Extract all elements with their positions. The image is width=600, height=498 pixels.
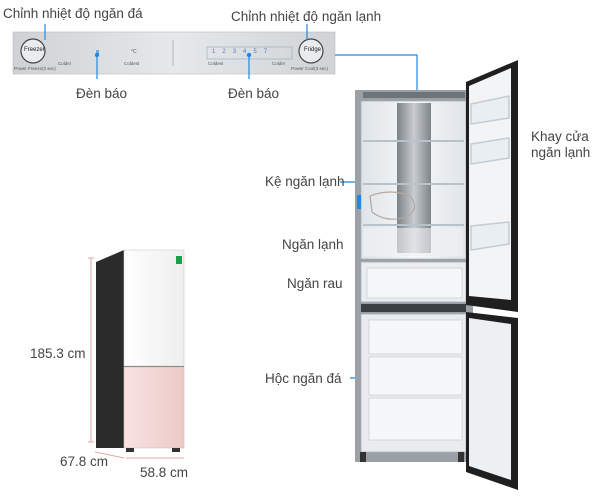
panel-freezer-button-label: Freezer — [24, 47, 45, 53]
freezer-indicator-light — [96, 50, 99, 55]
dimension-lines — [88, 257, 184, 459]
label-vegetable-drawer: Ngăn rau — [287, 276, 343, 291]
panel-degree: °C — [131, 49, 137, 55]
control-panel — [12, 31, 336, 75]
panel-fridge-sub: Power Cool(3 sec) — [291, 66, 329, 71]
panel-digit: 4 — [243, 49, 254, 55]
panel-freezer-sub: Power Freeze(3 sec) — [14, 66, 56, 71]
label-freezer-drawer: Hộc ngăn đá — [265, 371, 342, 386]
panel-digit: 7 — [263, 49, 275, 55]
panel-colder-right: Colder — [272, 61, 286, 66]
dimension-width: 58.8 cm — [140, 465, 189, 480]
panel-colder-left: Colder — [58, 61, 72, 66]
label-indicator-light-left: Đèn báo — [76, 86, 128, 101]
label-fridge-shelf: Kệ ngăn lạnh — [265, 174, 345, 189]
label-fridge-compartment: Ngăn lạnh — [282, 237, 344, 252]
panel-digit: 3 — [232, 49, 244, 55]
closed-fridge-illustration — [96, 249, 185, 452]
open-fridge-illustration — [355, 60, 518, 490]
panel-digits: 123457 — [212, 49, 274, 55]
freezer-button-icon — [20, 38, 46, 64]
label-freezer-temp-control: Chỉnh nhiệt độ ngăn đá — [3, 6, 143, 21]
dimension-height: 185.3 cm — [30, 346, 86, 361]
dimension-depth: 67.8 cm — [60, 454, 109, 469]
label-indicator-light-right: Đèn báo — [228, 86, 280, 101]
brand-badge-icon — [176, 256, 182, 264]
panel-digit: 2 — [222, 49, 233, 55]
panel-fridge-button-label: Fridge — [304, 47, 322, 53]
label-fridge-temp-control: Chỉnh nhiệt độ ngăn lạnh — [231, 9, 382, 24]
fridge-button-icon — [298, 38, 324, 64]
panel-coldest-right: Coldest — [208, 61, 224, 66]
panel-coldest-left: Coldest — [124, 61, 140, 66]
label-door-shelf: Khay cửa ngăn lạnh — [531, 129, 591, 160]
panel-digit: 1 — [212, 49, 223, 55]
panel-digit: 5 — [253, 49, 264, 55]
